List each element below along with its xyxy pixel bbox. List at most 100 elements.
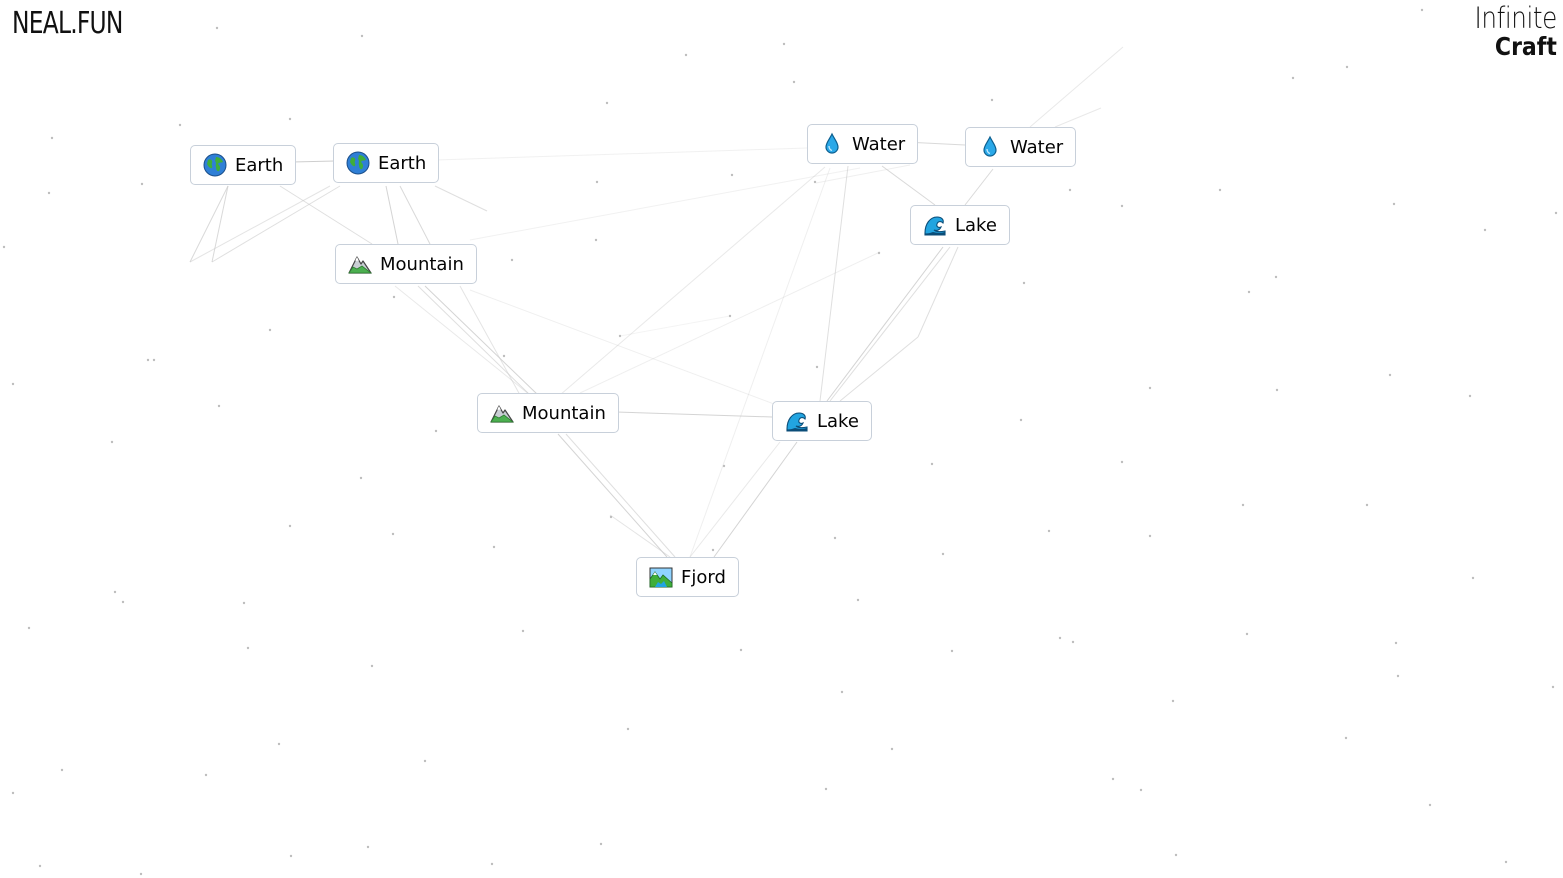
background-star bbox=[288, 117, 292, 121]
background-star bbox=[730, 173, 734, 177]
background-star bbox=[246, 646, 250, 650]
connection-line bbox=[1029, 46, 1124, 128]
connection-line bbox=[394, 285, 531, 396]
background-star bbox=[47, 191, 51, 195]
element-water[interactable]: Water bbox=[807, 124, 919, 164]
background-star bbox=[27, 626, 31, 630]
background-star bbox=[1344, 736, 1348, 740]
background-star bbox=[1148, 534, 1152, 538]
mountain-icon bbox=[348, 252, 372, 276]
element-earth[interactable]: Earth bbox=[333, 143, 440, 183]
element-label: Mountain bbox=[380, 253, 464, 275]
element-lake[interactable]: Lake bbox=[772, 401, 872, 441]
background-star bbox=[782, 42, 786, 46]
connection-line bbox=[189, 185, 229, 263]
background-star bbox=[110, 440, 114, 444]
background-star bbox=[1275, 388, 1279, 392]
background-star bbox=[1120, 460, 1124, 464]
connection-line bbox=[424, 285, 539, 396]
element-label: Lake bbox=[955, 214, 997, 236]
background-star bbox=[2, 245, 6, 249]
background-star bbox=[434, 429, 438, 433]
background-star bbox=[711, 548, 715, 552]
background-star bbox=[1111, 777, 1115, 781]
background-star bbox=[1388, 373, 1392, 377]
background-star bbox=[594, 238, 598, 242]
background-star bbox=[599, 842, 603, 846]
element-label: Earth bbox=[378, 152, 427, 174]
background-star bbox=[1554, 211, 1558, 215]
background-star bbox=[392, 295, 396, 299]
element-lake[interactable]: Lake bbox=[910, 205, 1010, 245]
background-star bbox=[178, 123, 182, 127]
connection-line bbox=[459, 285, 521, 396]
connection-line bbox=[291, 160, 336, 163]
connection-line bbox=[385, 185, 399, 245]
background-star bbox=[824, 787, 828, 791]
background-star bbox=[813, 180, 817, 184]
brand-line-2: Craft bbox=[1495, 32, 1557, 61]
background-star bbox=[217, 404, 221, 408]
background-star bbox=[140, 182, 144, 186]
background-star bbox=[370, 664, 374, 668]
background-star bbox=[60, 768, 64, 772]
background-star bbox=[152, 358, 156, 362]
element-label: Earth bbox=[235, 154, 284, 176]
background-star bbox=[1245, 632, 1249, 636]
background-star bbox=[215, 26, 219, 30]
background-star bbox=[146, 358, 150, 362]
background-star bbox=[289, 854, 293, 858]
connection-line bbox=[615, 411, 773, 418]
background-star bbox=[877, 251, 881, 255]
background-star bbox=[1291, 76, 1295, 80]
background-star bbox=[510, 258, 514, 262]
background-star bbox=[941, 552, 945, 556]
water-drop-icon bbox=[978, 135, 1002, 159]
background-star bbox=[1420, 8, 1424, 12]
connection-line bbox=[839, 336, 919, 402]
element-fjord[interactable]: Fjord bbox=[636, 557, 739, 597]
infinite-craft-logo: Infinite Craft bbox=[1460, 1, 1558, 61]
background-star bbox=[1247, 290, 1251, 294]
background-star bbox=[139, 872, 143, 876]
background-star bbox=[1218, 188, 1222, 192]
connection-line bbox=[815, 164, 911, 184]
connection-line bbox=[417, 285, 531, 396]
element-water[interactable]: Water bbox=[965, 127, 1077, 167]
wave-icon bbox=[923, 213, 947, 237]
connection-line bbox=[964, 168, 994, 206]
background-star bbox=[277, 742, 281, 746]
connection-line bbox=[917, 246, 959, 338]
background-star bbox=[1345, 65, 1349, 69]
element-earth[interactable]: Earth bbox=[190, 145, 297, 185]
background-star bbox=[605, 101, 609, 105]
element-mountain[interactable]: Mountain bbox=[335, 244, 477, 284]
connection-line bbox=[619, 315, 731, 337]
element-mountain[interactable]: Mountain bbox=[477, 393, 619, 433]
background-star bbox=[930, 462, 934, 466]
background-star bbox=[492, 545, 496, 549]
connection-line bbox=[829, 246, 951, 402]
connection-line bbox=[1054, 107, 1102, 128]
background-star bbox=[1058, 636, 1062, 640]
background-star bbox=[242, 601, 246, 605]
connection-line bbox=[826, 246, 944, 402]
connection-line bbox=[211, 185, 229, 263]
background-star bbox=[113, 590, 117, 594]
background-star bbox=[1019, 418, 1023, 422]
connection-line bbox=[279, 185, 373, 245]
connection-line bbox=[469, 289, 791, 411]
neal-fun-logo[interactable]: NEAL.FUN bbox=[12, 6, 123, 41]
background-star bbox=[366, 845, 370, 849]
background-star bbox=[1241, 503, 1245, 507]
background-star bbox=[288, 524, 292, 528]
connection-line bbox=[579, 251, 881, 394]
brand-line-1: Infinite bbox=[1474, 1, 1558, 35]
background-star bbox=[490, 862, 494, 866]
background-star bbox=[1365, 503, 1369, 507]
element-label: Water bbox=[1010, 136, 1064, 158]
background-star bbox=[739, 648, 743, 652]
background-star bbox=[121, 600, 125, 604]
background-star bbox=[360, 34, 364, 38]
